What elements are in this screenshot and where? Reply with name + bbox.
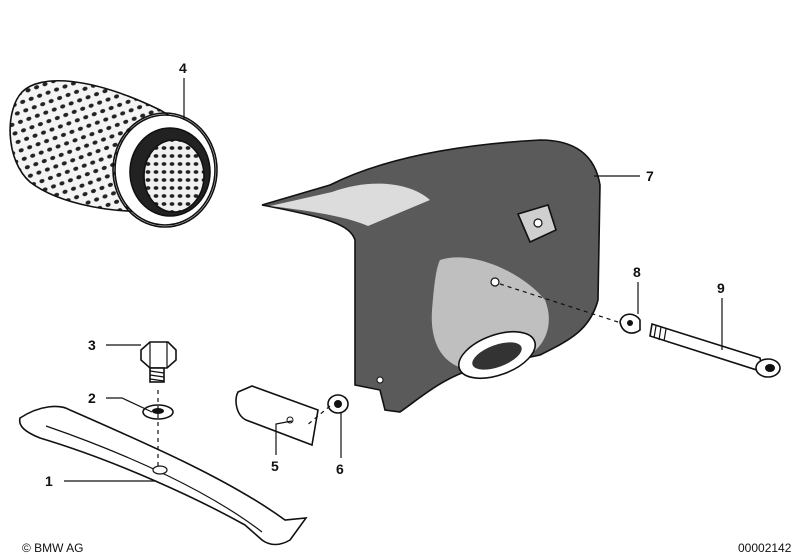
socket-head-screw bbox=[649, 322, 781, 378]
air-filter-cartridge bbox=[9, 79, 218, 228]
air-filter-housing-cover bbox=[261, 139, 601, 413]
callout-7: 7 bbox=[646, 168, 654, 184]
mounting-strap bbox=[18, 405, 308, 546]
washer bbox=[142, 404, 174, 420]
callout-5: 5 bbox=[271, 458, 279, 474]
callout-9: 9 bbox=[717, 280, 725, 296]
rubber-pad bbox=[235, 385, 319, 447]
callout-6: 6 bbox=[336, 461, 344, 477]
callout-1: 1 bbox=[45, 473, 53, 489]
callout-3: 3 bbox=[88, 337, 96, 353]
leader-lines bbox=[64, 78, 723, 482]
callout-numbers: 1 2 3 4 5 6 7 8 9 bbox=[45, 60, 725, 489]
callout-4: 4 bbox=[179, 60, 187, 76]
tab-washer bbox=[619, 313, 641, 334]
callout-2: 2 bbox=[88, 390, 96, 406]
callout-8: 8 bbox=[633, 264, 641, 280]
copyright-label: © BMW AG bbox=[22, 541, 84, 555]
hex-bolt bbox=[140, 341, 177, 383]
grommet bbox=[327, 394, 349, 414]
drawing-number: 00002142 bbox=[738, 541, 792, 555]
